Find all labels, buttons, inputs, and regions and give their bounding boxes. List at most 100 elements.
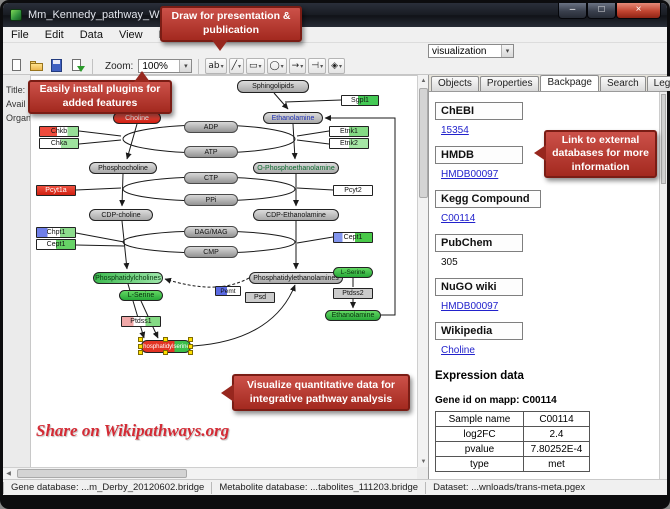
selection-handle[interactable] — [138, 350, 143, 355]
node-atp[interactable]: ATP — [184, 146, 238, 158]
node-cdp-ethanolamine[interactable]: CDP-Ethanolamine — [253, 209, 339, 221]
scrollbar-thumb[interactable] — [661, 94, 666, 184]
selection-handle[interactable] — [138, 343, 143, 349]
backpage-value-hmdb[interactable]: HMDB00097 — [441, 169, 499, 180]
chevron-down-icon: ▾ — [300, 63, 304, 70]
node-etnk2[interactable]: Etnk2 — [329, 138, 369, 149]
node-cmp[interactable]: CMP — [184, 246, 238, 258]
backpage-value-chebi[interactable]: 15354 — [441, 125, 469, 136]
node-sgpl1[interactable]: Sgpl1 — [341, 95, 379, 106]
node-chkb[interactable]: Chkb — [39, 126, 79, 137]
selection-handle[interactable] — [188, 350, 193, 355]
tab-search[interactable]: Search — [599, 76, 646, 91]
node-pcyt2[interactable]: Pcyt2 — [333, 185, 373, 196]
chevron-down-icon[interactable]: ▾ — [501, 45, 513, 57]
template-tool-button-glyph: ◈ — [331, 61, 338, 71]
open-file-icon[interactable] — [28, 58, 46, 74]
scrollbar-thumb[interactable] — [419, 88, 428, 198]
chevron-down-icon[interactable]: ▾ — [179, 60, 192, 72]
selection-handle[interactable] — [163, 337, 168, 342]
new-file-icon[interactable] — [8, 58, 26, 74]
chevron-down-icon: ▾ — [280, 63, 284, 70]
scroll-up-icon[interactable]: ▲ — [420, 77, 427, 84]
menu-edit[interactable]: Edit — [44, 28, 64, 41]
selection-handle[interactable] — [163, 350, 168, 355]
menu-data[interactable]: Data — [79, 28, 103, 41]
node-etnk1[interactable]: Etnk1 — [329, 126, 369, 137]
selection-handle[interactable] — [188, 337, 193, 342]
node-phosphocholine[interactable]: Phosphocholine — [89, 162, 157, 174]
node-l-serine-right[interactable]: L-Serine — [333, 267, 373, 278]
oval-tool-button-glyph: ◯ — [269, 61, 280, 71]
node-chka[interactable]: Chka — [39, 138, 79, 149]
node-ptdss2[interactable]: Ptdss2 — [333, 288, 373, 299]
oval-tool-button[interactable]: ◯▾ — [266, 58, 287, 74]
line-tool-button[interactable]: ╱▾ — [228, 58, 245, 74]
node-dag[interactable]: DAG/MAG — [184, 226, 238, 238]
template-tool-button[interactable]: ◈▾ — [328, 58, 346, 74]
menu-file[interactable]: File — [11, 28, 29, 41]
node-ppi[interactable]: PPi — [184, 194, 238, 206]
selection-handle[interactable] — [138, 337, 143, 342]
window-controls: – □ × — [558, 3, 661, 19]
node-pemt[interactable]: Pemt — [215, 286, 241, 296]
node-cept1-right[interactable]: Cept1 — [333, 232, 373, 243]
node-ctp[interactable]: CTP — [184, 172, 238, 184]
sidebar-tab-bar: ObjectsPropertiesBackpageSearchLegend — [429, 75, 670, 92]
node-o-phosphoethanolamine[interactable]: O-Phosphoethanolamine — [253, 162, 339, 174]
sidebar-scrollbar[interactable] — [659, 92, 667, 479]
minimize-button[interactable]: – — [558, 3, 587, 19]
maximize-button[interactable]: □ — [587, 3, 616, 19]
backpage-heading-hmdb: HMDB — [435, 146, 523, 164]
arrow-tool-button[interactable]: →▾ — [288, 58, 307, 74]
node-sphingolipids[interactable]: Sphingolipids — [237, 80, 309, 93]
rectangle-tool-button[interactable]: ▭▾ — [246, 58, 265, 74]
canvas-horizontal-scrollbar[interactable]: ◀ ▶ — [3, 467, 428, 479]
tab-objects[interactable]: Objects — [431, 76, 479, 91]
visualization-dropdown[interactable]: visualization ▾ — [428, 44, 514, 58]
tbar-tool-button[interactable]: ⊣▾ — [308, 58, 327, 74]
scroll-down-icon[interactable]: ▼ — [420, 458, 427, 465]
tab-properties[interactable]: Properties — [479, 76, 540, 91]
main-toolbar: Zoom: 100% ▾ ab▾╱▾▭▾◯▾→▾⊣▾◈▾ — [3, 58, 667, 75]
callout-pointer — [221, 384, 234, 402]
backpage-value-wikipedia[interactable]: Choline — [441, 345, 475, 356]
pathway-edge — [273, 92, 289, 110]
save-file-icon[interactable] — [48, 58, 66, 74]
node-adp[interactable]: ADP — [184, 121, 238, 133]
export-icon[interactable] — [68, 58, 86, 74]
label-tool-button[interactable]: ab▾ — [205, 58, 227, 74]
scrollbar-thumb[interactable] — [17, 469, 187, 478]
node-phosphatidylethanolamines[interactable]: Phosphatidylethanolamines — [249, 272, 343, 284]
zoom-dropdown[interactable]: 100% ▾ — [138, 59, 193, 73]
backpage-value-kegg-compound[interactable]: C00114 — [441, 213, 476, 224]
callout-text: Easily install plugins for added feature… — [39, 83, 161, 109]
title-bar[interactable]: Mm_Kennedy_pathway_WP1771_45176.gpml – □… — [3, 3, 667, 27]
selection-handle[interactable] — [188, 343, 193, 349]
canvas-vertical-scrollbar[interactable]: ▲ ▼ — [417, 75, 428, 467]
node-cdp-choline[interactable]: CDP-choline — [89, 209, 153, 221]
label-tool-button-glyph: ab — [208, 61, 220, 71]
node-l-serine-left[interactable]: L-Serine — [119, 290, 163, 301]
node-chpt1[interactable]: Chpt1 — [36, 227, 76, 238]
menu-view[interactable]: View — [118, 28, 143, 41]
tab-backpage[interactable]: Backpage — [540, 75, 599, 91]
zoom-label: Zoom: — [105, 60, 134, 72]
node-ethanolamine-top[interactable]: Ethanolamine — [263, 112, 323, 124]
toolbar-separator — [92, 58, 93, 74]
node-ethanolamine-bottom[interactable]: Ethanolamine — [325, 310, 381, 321]
node-psd[interactable]: Psd — [245, 292, 275, 303]
backpage-heading-nugo-wiki: NuGO wiki — [435, 278, 523, 296]
status-segment-2: Dataset: ...wnloads/trans-meta.pgex — [425, 481, 592, 494]
backpage-value-nugo-wiki[interactable]: HMDB00097 — [441, 301, 499, 312]
close-button[interactable]: × — [616, 3, 661, 19]
scroll-left-icon[interactable]: ◀ — [6, 471, 11, 477]
node-ptdss1[interactable]: Ptdss1 — [121, 316, 161, 327]
node-cept1-left[interactable]: Cept1 — [36, 239, 76, 250]
node-phosphatidylcholines[interactable]: Phosphatidylcholines — [93, 272, 163, 284]
node-pcyt1a[interactable]: Pcyt1a — [36, 185, 76, 196]
tab-legend[interactable]: Legend — [646, 76, 670, 91]
